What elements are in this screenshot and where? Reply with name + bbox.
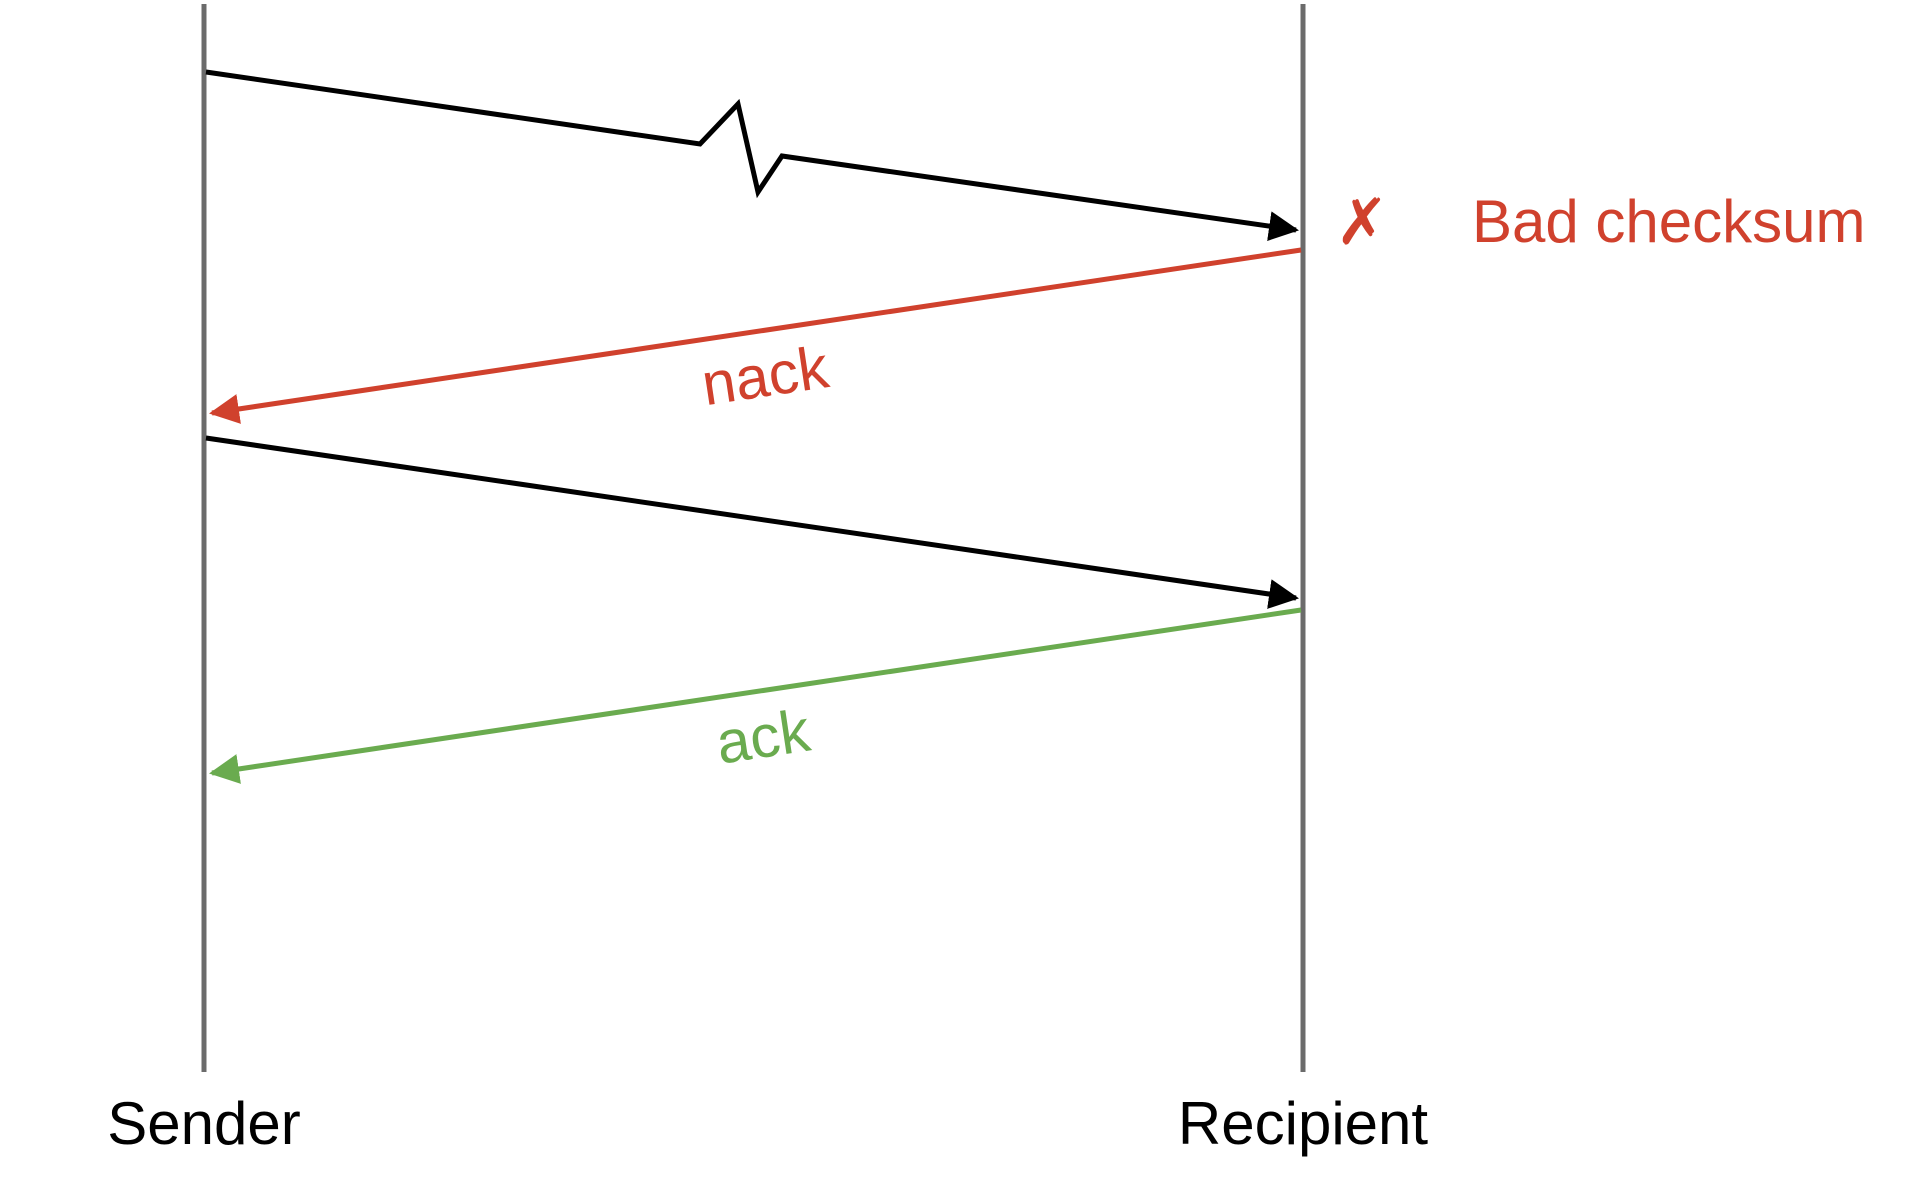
ack-label: ack	[712, 697, 815, 777]
nack-label: nack	[697, 333, 833, 418]
nack-arrow	[209, 247, 1302, 424]
bad-checksum-label: Bad checksum	[1472, 188, 1866, 255]
ack-arrow	[209, 607, 1302, 784]
error-mark: ✗	[1335, 186, 1389, 258]
corrupted-packet-arrow	[205, 69, 1299, 241]
recipient-label: Recipient	[1178, 1090, 1428, 1157]
retransmitted-packet-arrow	[205, 435, 1299, 609]
sender-label: Sender	[107, 1090, 300, 1157]
